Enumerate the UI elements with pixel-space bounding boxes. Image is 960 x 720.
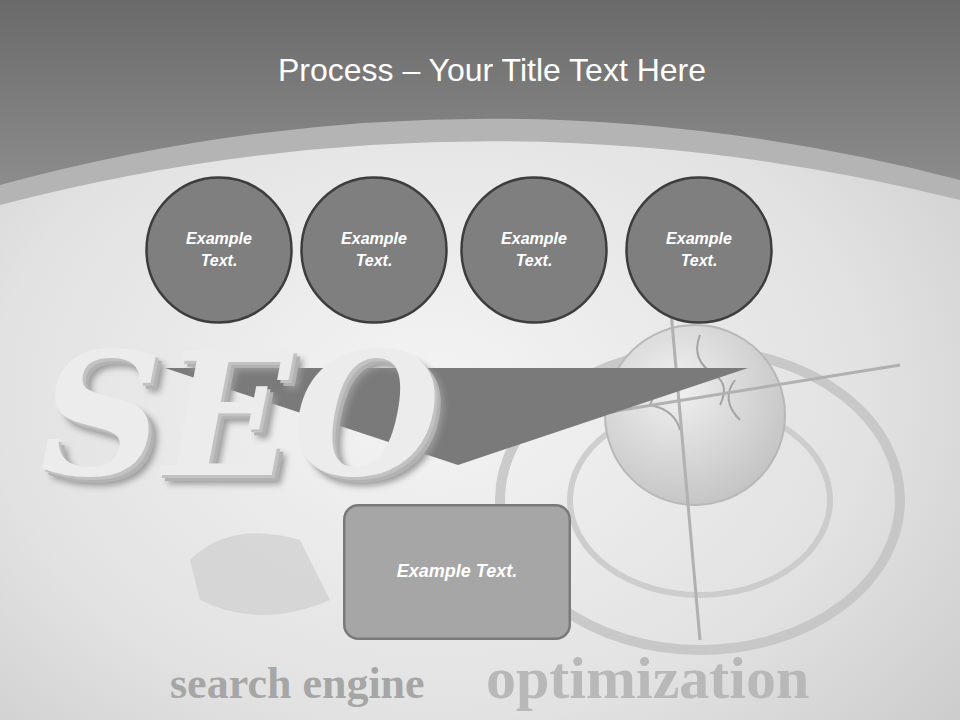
circle-shape	[627, 178, 772, 323]
circle-shape	[147, 178, 292, 323]
text-holder: Example Text.	[397, 559, 517, 584]
box-shape	[344, 505, 570, 639]
text-holder: Example Text.	[488, 228, 580, 273]
circle-outline	[145, 176, 293, 324]
node-text: Example Text.	[488, 228, 580, 273]
watermark-text: search engine	[170, 662, 425, 706]
circle-outline	[460, 176, 608, 324]
node-text: Example Text.	[653, 228, 745, 273]
process-circle: Example Text.	[145, 176, 293, 324]
seo-shadow	[190, 533, 330, 615]
process-circle: Example Text.	[300, 176, 448, 324]
node-text: Example Text.	[397, 559, 517, 584]
node-text: Example Text.	[328, 228, 420, 273]
circle-outline	[300, 176, 448, 324]
header-band	[0, 0, 960, 185]
process-circle: Example Text.	[625, 176, 773, 324]
seo-watermark: SEO	[40, 330, 440, 500]
circle-outline	[625, 176, 773, 324]
watermark-text: optimization	[486, 648, 809, 708]
process-circle: Example Text.	[460, 176, 608, 324]
text-holder: Example Text.	[173, 228, 265, 273]
node-text: Example Text.	[173, 228, 265, 273]
text-holder: Example Text.	[653, 228, 745, 273]
light-band	[0, 0, 960, 205]
result-box: Example Text.	[343, 504, 571, 640]
circle-shape	[302, 178, 447, 323]
text-holder: Example Text.	[328, 228, 420, 273]
circle-shape	[462, 178, 607, 323]
slide-title: Process – Your Title Text Here	[0, 52, 960, 89]
